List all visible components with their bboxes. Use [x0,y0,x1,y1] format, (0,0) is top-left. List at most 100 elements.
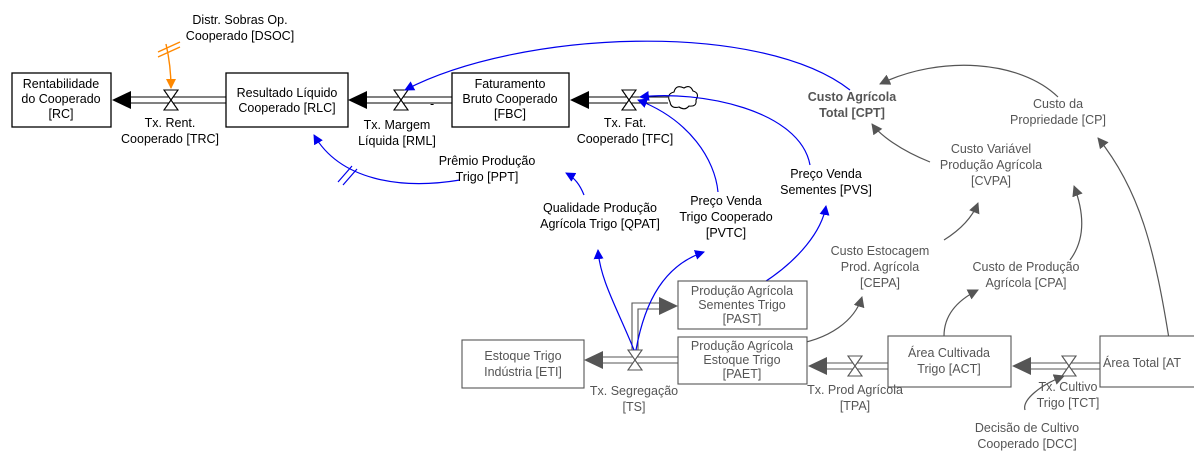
flow-label-rml: Tx. Margem Líquida [RML] [358,118,436,148]
svg-text:Tx. Segregação: Tx. Segregação [590,384,678,398]
svg-text:Prêmio Produção: Prêmio Produção [439,154,536,168]
svg-text:Propriedade [CP]: Propriedade [CP] [1010,113,1106,127]
var-dsoc[interactable]: Distr. Sobras Op. Cooperado [DSOC] [186,13,294,43]
stock-fbc[interactable]: Faturamento Bruto Cooperado [FBC] [451,72,570,128]
stock-rlc-line: Cooperado [RLC] [238,101,335,115]
stock-rlc[interactable]: Resultado Líquido Cooperado [RLC] [225,72,349,128]
stock-eti[interactable]: Estoque Trigo Indústria [ETI] [461,339,585,389]
link-act-cpa [943,289,979,337]
var-cp[interactable]: Custo da Propriedade [CP] [1010,97,1106,127]
stock-past-line: Produção Agrícola [691,284,793,298]
stock-paet-line: [PAET] [723,367,762,381]
svg-text:Preço Venda: Preço Venda [690,194,762,208]
svg-text:Estoque Trigo: Estoque Trigo [703,353,780,367]
svg-text:Trigo [ACT]: Trigo [ACT] [917,362,980,376]
svg-text:[PAST]: [PAST] [723,312,762,326]
link-at-cp [1097,137,1171,346]
svg-text:Área Total [AT: Área Total [AT [1103,355,1181,370]
valve-trc-icon [162,89,180,111]
link-dcc-tct [1024,374,1065,411]
svg-text:Custo da: Custo da [1033,97,1083,111]
link-cp-cpt [879,64,1059,98]
svg-text:Cooperado [DCC]: Cooperado [DCC] [977,437,1076,451]
stock-fbc-line: [FBC] [494,107,526,121]
link-ts-qpat [593,249,635,351]
svg-text:Total [CPT]: Total [CPT] [819,106,885,120]
svg-text:Produção Agrícola: Produção Agrícola [691,339,793,353]
svg-text:Qualidade Produção: Qualidade Produção [543,201,657,215]
svg-text:Trigo [TCT]: Trigo [TCT] [1037,396,1100,410]
valve-tpa-icon [846,355,864,377]
var-pvs[interactable]: Preço Venda Sementes [PVS] [780,167,872,197]
var-cvpa[interactable]: Custo Variável Produção Agrícola [CVPA] [940,142,1042,188]
var-ppt[interactable]: Prêmio Produção Trigo [PPT] [439,154,536,184]
var-dcc[interactable]: Decisão de Cultivo Cooperado [DCC] [975,421,1079,451]
svg-text:Decisão de Cultivo: Decisão de Cultivo [975,421,1079,435]
stock-paet-line: Produção Agrícola [691,339,793,353]
svg-text:[CEPA]: [CEPA] [860,276,900,290]
stock-eti-line: Estoque Trigo [484,349,561,363]
flow-pipe-trc [112,91,226,109]
svg-text:Faturamento: Faturamento [475,77,546,91]
link-pvtc-tfc [637,98,719,193]
stock-rc-line: Rentabilidade [23,77,99,91]
svg-text:Produção Agrícola: Produção Agrícola [691,284,793,298]
var-cepa[interactable]: Custo Estocagem Prod. Agrícola [CEPA] [831,244,930,290]
svg-text:[TPA]: [TPA] [840,399,870,413]
link-ts-pvtc [635,250,705,351]
link-cvpa-cpt [871,123,931,163]
svg-text:Líquida [RML]: Líquida [RML] [358,134,436,148]
var-qpat[interactable]: Qualidade Produção Agrícola Trigo [QPAT] [540,201,660,231]
stock-fbc-line: Bruto Cooperado [462,92,557,106]
svg-text:Produção Agrícola: Produção Agrícola [940,158,1042,172]
link-cepa-cvpa [943,202,980,241]
svg-text:Trigo [PPT]: Trigo [PPT] [456,170,519,184]
var-cpa[interactable]: Custo de Produção Agrícola [CPA] [972,260,1079,290]
svg-text:Custo de Produção: Custo de Produção [972,260,1079,274]
stock-fbc-line: Faturamento [475,77,546,91]
valve-tfc-icon [620,89,638,111]
svg-text:Agrícola [CPA]: Agrícola [CPA] [985,276,1066,290]
flow-label-tct: Tx. Cultivo Trigo [TCT] [1037,380,1100,410]
svg-text:Custo Estocagem: Custo Estocagem [831,244,930,258]
link-cpa-cvpa [1069,185,1083,261]
svg-text:[RC]: [RC] [49,107,74,121]
svg-text:Cooperado [TFC]: Cooperado [TFC] [577,132,674,146]
svg-text:[FBC]: [FBC] [494,107,526,121]
stock-at[interactable]: Área Total [AT [1099,335,1194,388]
svg-text:Custo Variável: Custo Variável [951,142,1031,156]
flow-label-ts: Tx. Segregação [TS] [590,384,678,414]
valve-tct-icon [1060,355,1078,377]
svg-text:Cooperado [DSOC]: Cooperado [DSOC] [186,29,294,43]
link-cpt-rml [404,40,851,91]
stock-act[interactable]: Área Cultivada Trigo [ACT] [887,335,1012,388]
valve-ts-icon [626,349,644,371]
flow-pipe-rml [348,91,452,109]
stock-rc[interactable]: Rentabilidade do Cooperado [RC] [11,72,112,128]
stock-past[interactable]: Produção Agrícola Sementes Trigo [PAST] [677,280,808,330]
var-pvtc[interactable]: Preço Venda Trigo Cooperado [PVTC] [679,194,772,240]
stock-eti-line: Indústria [ETI] [484,365,562,379]
svg-text:Tx. Rent.: Tx. Rent. [145,116,196,130]
stock-past-line: [PAST] [723,312,762,326]
svg-text:[PAET]: [PAET] [723,367,762,381]
link-pvs-tfc [639,90,811,166]
svg-text:Preço Venda: Preço Venda [790,167,862,181]
flow-label-trc: Tx. Rent. Cooperado [TRC] [121,116,219,146]
stock-paet-line: Estoque Trigo [703,353,780,367]
flow-pipe-tpa [808,357,888,375]
link-qpat-ppt [565,172,585,196]
svg-text:Bruto Cooperado: Bruto Cooperado [462,92,557,106]
svg-text:Trigo Cooperado: Trigo Cooperado [679,210,772,224]
stock-rc-line: [RC] [49,107,74,121]
stock-rlc-line: Resultado Líquido [237,86,338,100]
svg-text:Custo Agrícola: Custo Agrícola [808,90,897,104]
svg-text:Tx. Cultivo: Tx. Cultivo [1038,380,1097,394]
stock-paet[interactable]: Produção Agrícola Estoque Trigo [PAET] [677,336,808,385]
svg-text:Tx. Margem: Tx. Margem [364,118,431,132]
var-cpt[interactable]: Custo Agrícola Total [CPT] [808,90,897,120]
flow-pipe-ts-past [631,297,678,355]
stock-act-line: Trigo [ACT] [917,362,980,376]
svg-text:Tx. Prod Agrícola: Tx. Prod Agrícola [807,383,903,397]
